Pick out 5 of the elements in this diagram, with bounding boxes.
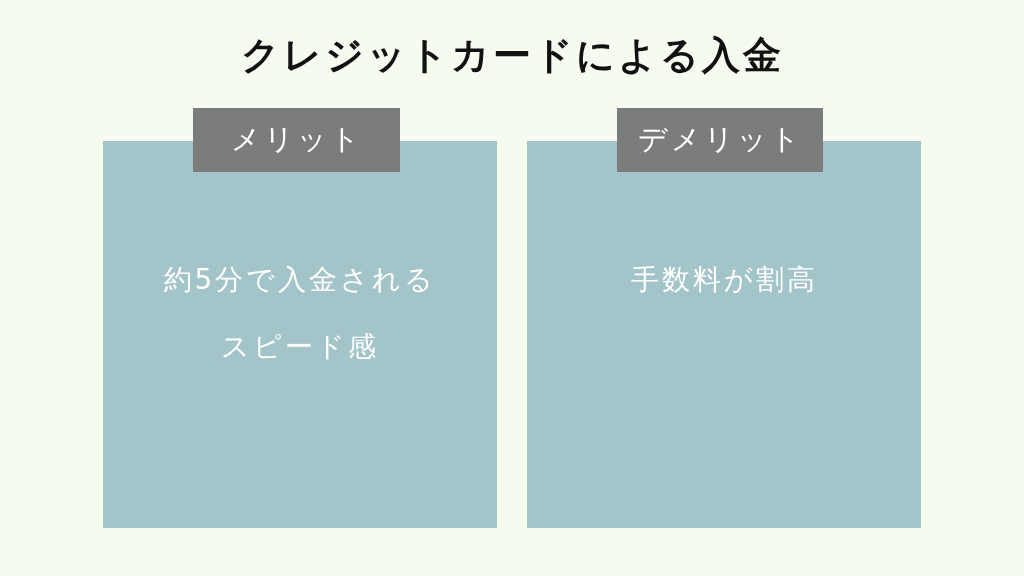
heading-tab: デメリット bbox=[617, 108, 823, 172]
heading-tab: メリット bbox=[193, 108, 400, 172]
title: クレジットカードによる入金 bbox=[239, 32, 785, 79]
panel-text: 手数料が割高 bbox=[629, 262, 819, 298]
panel-text: 約5分で入金されるスピード感 bbox=[162, 262, 438, 365]
